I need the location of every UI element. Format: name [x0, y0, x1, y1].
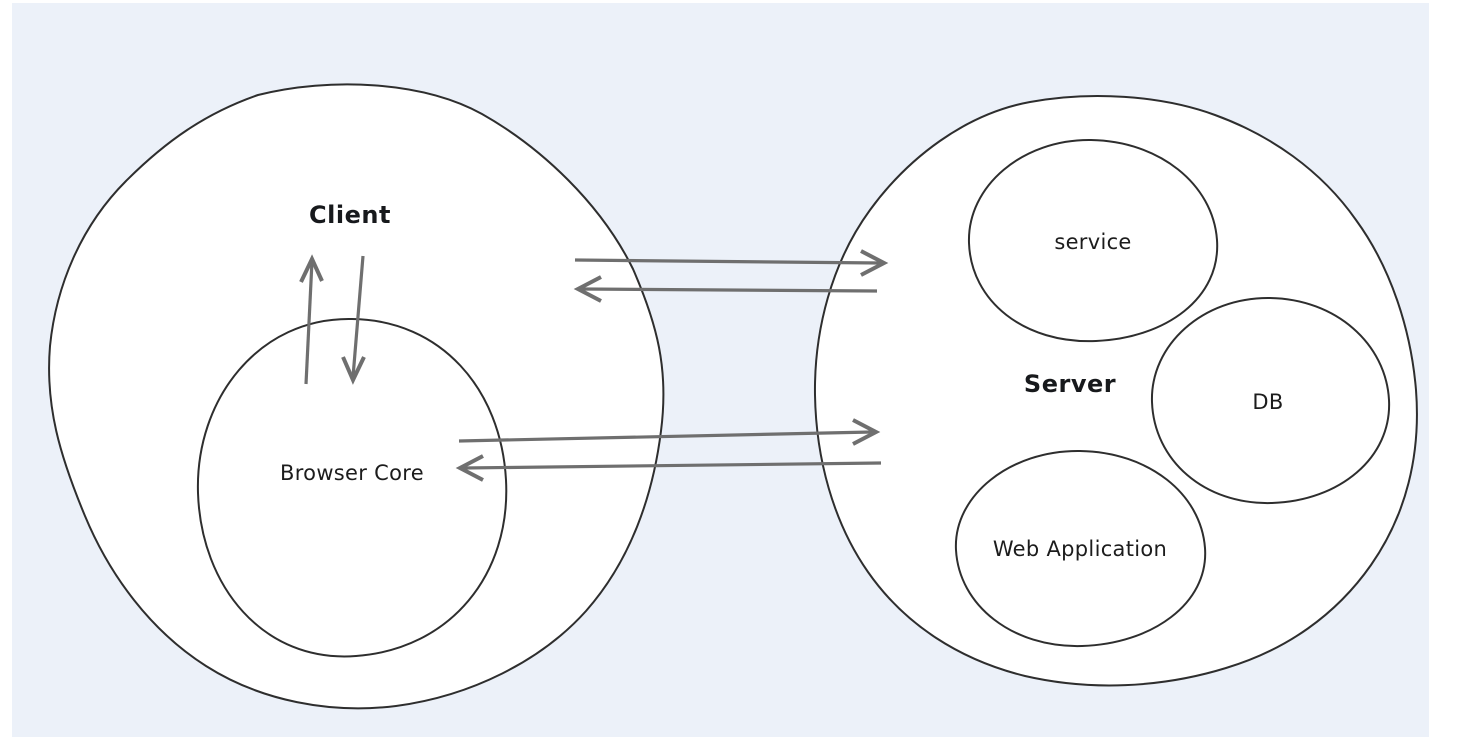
server-label: Server — [1024, 370, 1116, 398]
browser-core-label: Browser Core — [280, 461, 424, 485]
browser-core-circle — [196, 317, 508, 658]
arrow-right-head-icon — [852, 418, 881, 446]
server-to-browser-core-arrow — [455, 454, 882, 482]
db-label: DB — [1252, 390, 1283, 414]
web-application-circle — [954, 449, 1207, 648]
browser-core-to-server-arrow — [458, 418, 881, 446]
arrow-left-head-icon — [573, 275, 602, 303]
client-label: Client — [309, 201, 391, 229]
service-label: service — [1054, 230, 1131, 254]
arrow-left-head-icon — [455, 454, 484, 482]
web-application-label: Web Application — [993, 537, 1167, 561]
arrow-down-head-icon — [341, 356, 366, 385]
server-to-client-arrow — [573, 275, 878, 303]
client-to-server-arrow — [574, 249, 889, 277]
service-circle — [967, 138, 1219, 343]
arrow-up-head-icon — [299, 254, 324, 283]
arrow-right-head-icon — [860, 249, 889, 277]
client-to-browser-core-arrow — [341, 255, 366, 385]
db-circle — [1150, 296, 1391, 505]
browser-core-to-client-arrow — [299, 254, 324, 385]
